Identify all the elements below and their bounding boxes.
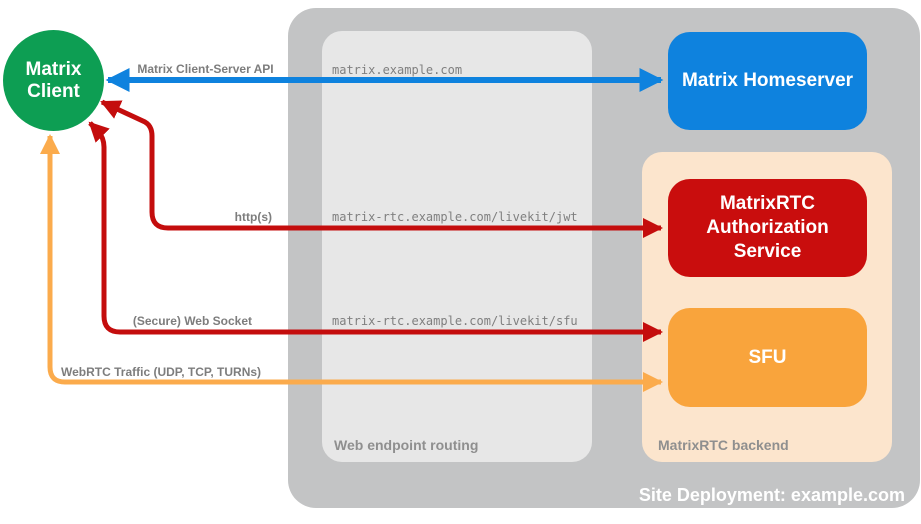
matrix-homeserver-label: Matrix Homeserver [681, 70, 854, 91]
matrix-endpoint-text: matrix.example.com [332, 63, 463, 77]
web-endpoint-routing-container [322, 31, 592, 462]
https-label: http(s) [234, 210, 272, 224]
matrix-client-label: Matrix Client [25, 58, 82, 102]
sfu-node: SFU [668, 308, 867, 407]
site-deployment-label: Site Deployment: example.com [638, 485, 905, 505]
web-endpoint-routing-label: Web endpoint routing [334, 437, 479, 453]
matrix-homeserver-node: Matrix Homeserver [668, 32, 867, 130]
matrixrtc-auth-service-label: MatrixRTC Authorization Service [706, 193, 829, 262]
livekit-sfu-endpoint-text: matrix-rtc.example.com/livekit/sfu [332, 314, 578, 328]
matrix-client-node: Matrix Client [3, 30, 104, 131]
matrixrtc-backend-label: MatrixRTC backend [658, 437, 789, 453]
matrixrtc-auth-service-node: MatrixRTC Authorization Service [668, 179, 867, 277]
client-server-api-label: Matrix Client-Server API [137, 62, 274, 76]
webrtc-traffic-label: WebRTC Traffic (UDP, TCP, TURNs) [61, 365, 262, 379]
sfu-label: SFU [748, 346, 787, 368]
websocket-label: (Secure) Web Socket [132, 314, 252, 328]
livekit-jwt-endpoint-text: matrix-rtc.example.com/livekit/jwt [332, 210, 578, 224]
